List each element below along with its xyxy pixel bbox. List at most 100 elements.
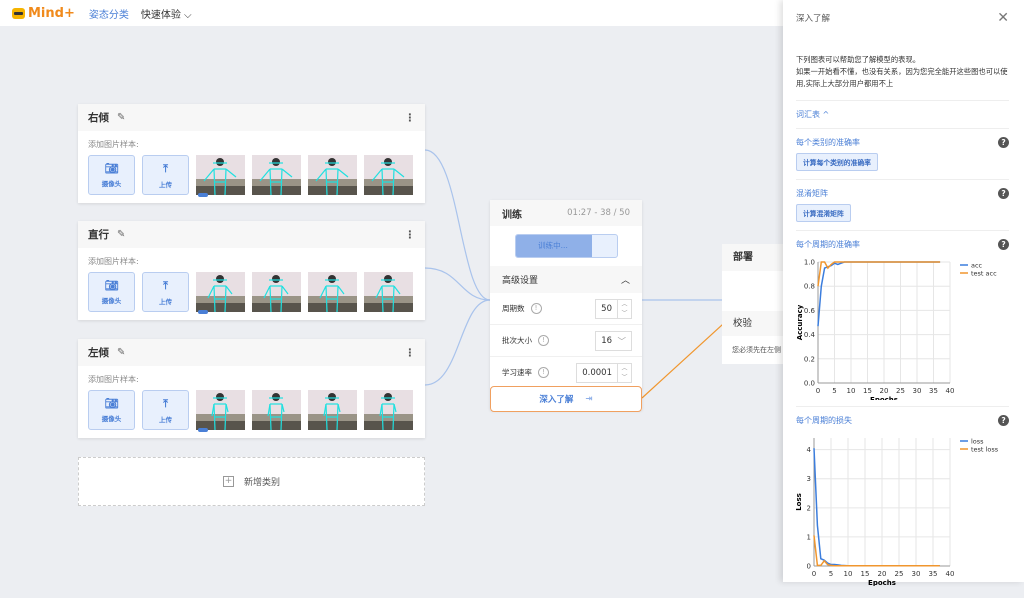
camera-icon: 📷︎ [104, 162, 119, 175]
y-tick-label: 0.6 [804, 307, 816, 315]
series-line-loss [813, 448, 940, 567]
close-icon[interactable]: ✕ [997, 10, 1009, 26]
sample-image[interactable] [364, 155, 413, 195]
help-icon[interactable]: ? [998, 137, 1009, 148]
sample-image[interactable] [308, 272, 357, 312]
add-samples-label: 添加图片样本: [88, 257, 139, 266]
help-icon[interactable]: ? [998, 415, 1009, 426]
chevron-down-icon: ﹀ [617, 336, 626, 347]
camera-button[interactable]: 📷︎摄像头 [88, 155, 135, 195]
nav-quick-experience[interactable]: 快速体验 ⌵ [140, 9, 192, 21]
x-tick-label: 35 [929, 387, 938, 395]
upload-button[interactable]: ⤒上传 [142, 390, 189, 430]
info-icon[interactable]: ! [538, 335, 549, 346]
legend-label: test loss [971, 446, 999, 454]
compute-per-class-accuracy-button[interactable]: 计算每个类别的准确率 [796, 153, 878, 171]
nav-pose-classification[interactable]: 姿态分类 [88, 9, 129, 21]
learn-more-drawer: 深入了解✕ 下列图表可以帮助您了解模型的表现。如果一开始看不懂，也没有关系，因为… [783, 0, 1024, 587]
learning-rate-input[interactable]: 0.0001 [576, 362, 618, 383]
y-axis-label: Loss [796, 493, 803, 511]
compute-confusion-matrix-button[interactable]: 计算混淆矩阵 [796, 204, 851, 222]
info-icon[interactable]: ! [530, 303, 542, 314]
camera-icon: 📷︎ [104, 279, 119, 292]
x-tick-label: 0 [816, 387, 820, 395]
info-icon[interactable]: ! [538, 367, 549, 378]
training-title: 训练 [502, 209, 522, 221]
stepper[interactable]: ︿﹀ [618, 362, 632, 383]
y-tick-label: 0 [807, 563, 811, 571]
plus-icon: + [222, 476, 234, 487]
advanced-settings-toggle[interactable]: 高级设置︿ [490, 266, 642, 293]
help-icon[interactable]: ? [998, 188, 1009, 199]
sample-image[interactable] [308, 390, 357, 430]
training-time: 01:27 - 38 / 50 [567, 208, 630, 218]
batch-size-select[interactable]: 16 ﹀ [595, 330, 632, 351]
upload-icon: ⤒ [163, 396, 168, 410]
param-epochs: 周期数!50︿﹀ [490, 293, 642, 325]
x-axis-label: Epochs [870, 396, 898, 400]
y-tick-label: 3 [807, 475, 811, 483]
glossary-toggle[interactable]: 词汇表 ^ [796, 110, 830, 119]
scroll-indicator[interactable] [198, 193, 208, 197]
x-tick-label: 35 [929, 570, 938, 578]
chevron-down-icon: ⌵ [184, 9, 192, 21]
camera-button[interactable]: 📷︎摄像头 [88, 390, 135, 430]
epochs-input[interactable]: 50 [595, 298, 618, 319]
y-tick-label: 0.4 [804, 331, 816, 339]
x-tick-label: 10 [844, 570, 853, 578]
class-card: 直行 ✎ ⋮ 添加图片样本: 📷︎摄像头 ⤒上传 [78, 221, 425, 320]
x-tick-label: 40 [946, 570, 955, 578]
add-samples-label: 添加图片样本: [88, 375, 139, 384]
more-options-icon[interactable]: ⋮ [404, 346, 416, 359]
x-tick-label: 30 [912, 570, 921, 578]
learn-more-button[interactable]: 深入了解⇥ [490, 386, 642, 412]
upload-button[interactable]: ⤒上传 [142, 272, 189, 312]
scroll-indicator[interactable] [198, 428, 208, 432]
sample-image[interactable] [252, 390, 301, 430]
more-options-icon[interactable]: ⋮ [404, 111, 416, 124]
training-progress[interactable]: 训练中... [514, 234, 618, 258]
class-card: 左倾 ✎ ⋮ 添加图片样本: 📷︎摄像头 ⤒上传 [78, 339, 425, 438]
camera-icon: 📷︎ [104, 397, 119, 410]
deploy-panel: 部署 校验 您必须先在左侧 [722, 244, 792, 364]
y-tick-label: 0.0 [804, 380, 815, 388]
sample-image[interactable] [196, 390, 245, 430]
sample-image[interactable] [196, 155, 245, 195]
upload-button[interactable]: ⤒上传 [142, 155, 189, 195]
logo-icon [12, 7, 25, 19]
y-tick-label: 0.8 [804, 283, 815, 291]
x-tick-label: 20 [880, 387, 889, 395]
sample-image[interactable] [252, 272, 301, 312]
sample-image[interactable] [196, 272, 245, 312]
class-name[interactable]: 直行 [88, 229, 109, 241]
sample-image[interactable] [364, 390, 413, 430]
expand-icon: ⇥ [585, 394, 593, 404]
x-tick-label: 10 [847, 387, 856, 395]
edit-icon[interactable]: ✎ [117, 347, 126, 358]
edit-icon[interactable]: ✎ [117, 112, 126, 123]
x-tick-label: 25 [896, 387, 905, 395]
more-options-icon[interactable]: ⋮ [404, 228, 416, 241]
x-axis-label: Epochs [868, 579, 896, 586]
drawer-title: 深入了解 [796, 14, 831, 24]
scroll-indicator[interactable] [198, 310, 208, 314]
y-tick-label: 1 [807, 533, 811, 541]
edit-icon[interactable]: ✎ [117, 229, 126, 240]
stepper[interactable]: ︿﹀ [618, 298, 632, 319]
class-name[interactable]: 左倾 [88, 347, 109, 359]
sample-image[interactable] [252, 155, 301, 195]
legend-label: acc [971, 262, 983, 270]
x-tick-label: 0 [812, 570, 816, 578]
sample-image[interactable] [364, 272, 413, 312]
upload-icon: ⤒ [163, 278, 168, 292]
camera-button[interactable]: 📷︎摄像头 [88, 272, 135, 312]
series-line-test-loss [813, 535, 940, 567]
class-name[interactable]: 右倾 [88, 112, 109, 124]
x-tick-label: 20 [878, 570, 887, 578]
sample-image[interactable] [308, 155, 357, 195]
add-class-button[interactable]: +新增类别 [78, 457, 425, 506]
x-tick-label: 30 [913, 387, 922, 395]
help-icon[interactable]: ? [998, 239, 1009, 250]
